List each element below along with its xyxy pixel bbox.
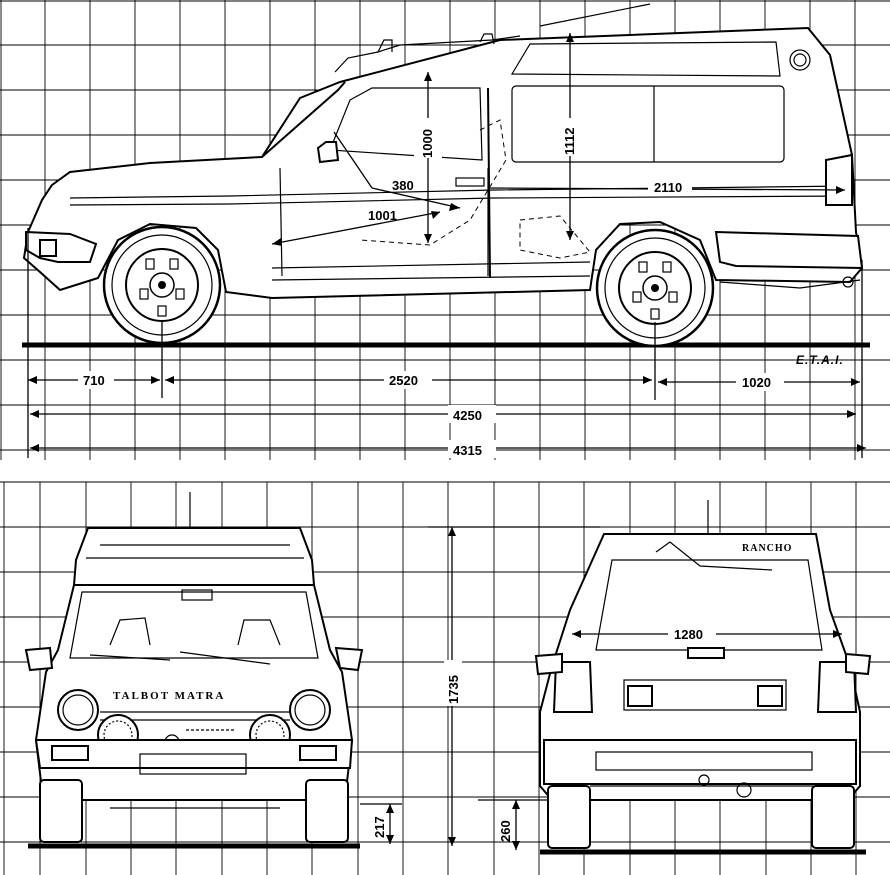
dim-label-interior-height-rear: 1112: [562, 128, 577, 156]
b-pillar: [487, 87, 491, 279]
front-windscreen: [69, 591, 319, 659]
rear-tow-hook: [698, 774, 710, 786]
door-handle: [455, 177, 485, 187]
antenna: [539, 3, 651, 27]
rear-wheel-left: [547, 785, 591, 849]
dim-label-length-body: 4250: [453, 408, 482, 423]
front-fog-light: [39, 239, 57, 257]
front-door-window: [329, 87, 483, 161]
rear-plate-area: [623, 679, 787, 711]
fuel-cap-inner: [793, 53, 807, 67]
roof-rack: [334, 33, 521, 73]
front-view: TALBOT MATRA 217: [24, 492, 402, 849]
rear-side-window: [511, 85, 785, 163]
rear-axle: [590, 785, 820, 801]
seat-rear-outline: [519, 215, 591, 259]
dim-label-overall-height: 1735: [446, 675, 461, 704]
front-wheel-side: [102, 225, 222, 345]
rear-view-mirror: [181, 589, 213, 601]
tail-light-right: [816, 661, 858, 713]
rear-nameplate: RANCHO: [742, 543, 792, 554]
front-axle: [82, 799, 306, 809]
dim-label-length-overall: 4315: [453, 443, 482, 458]
side-mirror: [316, 141, 340, 164]
credit-label: E.T.A.I.: [796, 353, 844, 367]
upper-side-window: [510, 41, 781, 77]
rear-brake-light: [687, 647, 725, 659]
wiper-left: [89, 654, 171, 661]
dim-label-seat-offset: 380: [392, 178, 414, 193]
dim-cargo-length: 2110: [487, 178, 846, 196]
front-indicator-right: [299, 745, 337, 761]
rear-bumper-insert: [595, 751, 813, 771]
headlight-left: [57, 689, 99, 731]
side-view: 1000 1112 2110 380 1001: [22, 3, 870, 458]
front-seat-left: [109, 617, 151, 646]
front-roof-rack: [86, 544, 304, 559]
rear-wheel-right: [811, 785, 855, 849]
dim-rear-overhang: 1020: [658, 373, 860, 391]
dim-label-ground-clearance-rear: 260: [498, 820, 513, 842]
dim-label-headroom-front: 1000: [420, 129, 435, 158]
dim-ground-clearance-rear: 260: [478, 799, 548, 850]
seat-front-outline: [359, 119, 507, 246]
dim-front-seat-to-pedal: 1001: [271, 208, 441, 246]
dim-label-wheelbase: 2520: [389, 373, 418, 388]
rear-mirror-left: [534, 652, 563, 676]
dim-overall-height: 1735: [428, 526, 600, 846]
sill-line-lower: [271, 275, 591, 281]
front-door: [279, 167, 489, 277]
headlight-right: [289, 689, 331, 731]
front-wheel-left: [39, 779, 83, 843]
dim-front-overhang: 710: [28, 371, 160, 389]
dim-ground-clearance-front: 217: [360, 803, 402, 844]
dim-length-body: 4250: [30, 405, 856, 423]
rear-reflector-right: [757, 685, 783, 707]
rear-mirror-right: [845, 652, 872, 676]
a-pillar: [261, 81, 346, 158]
front-mirror-right: [334, 646, 364, 672]
tail-light-left: [552, 661, 594, 713]
rear-wiper: [655, 541, 773, 571]
dim-label-front-overhang: 710: [83, 373, 105, 388]
dim-rear-window-width: 1280: [572, 625, 842, 643]
dim-seat-offset: 380: [333, 131, 461, 211]
front-roof: [72, 527, 316, 586]
dim-label-ground-clearance-front: 217: [372, 816, 387, 838]
dim-label-rear-window-width: 1280: [674, 627, 703, 642]
front-seat-right: [237, 619, 281, 646]
headlight-right-inner: [294, 694, 326, 726]
dim-label-front-seat-to-pedal: 1001: [368, 208, 397, 223]
dim-interior-height-rear: 1112: [556, 33, 584, 240]
rear-bumper-side: [714, 230, 864, 270]
tow-hitch: [842, 276, 854, 288]
front-grille-badge: TALBOT MATRA: [113, 690, 225, 702]
side-body-outline: [22, 26, 864, 300]
rear-window: [595, 559, 823, 651]
front-indicator-left: [51, 745, 89, 761]
fuel-cap: [789, 49, 811, 71]
headlight-left-inner: [62, 694, 94, 726]
sill-line: [271, 261, 591, 269]
rear-view: RANCHO 1280 260: [478, 500, 872, 855]
dim-label-cargo-length: 2110: [654, 180, 682, 195]
front-mirror-left: [24, 646, 54, 672]
dim-length-overall: 4315: [30, 440, 866, 458]
tail-light-side: [825, 153, 853, 206]
belt-line-lower: [69, 195, 851, 206]
rear-exhaust: [736, 782, 752, 798]
front-plate: [139, 753, 247, 775]
exhaust-pipe: [719, 279, 861, 289]
rear-bumper: [543, 739, 857, 785]
rear-reflector-left: [627, 685, 653, 707]
dim-wheelbase: 2520: [165, 371, 652, 389]
dim-label-rear-overhang: 1020: [742, 375, 771, 390]
front-wheel-right: [305, 779, 349, 843]
wiper-right: [179, 651, 271, 665]
